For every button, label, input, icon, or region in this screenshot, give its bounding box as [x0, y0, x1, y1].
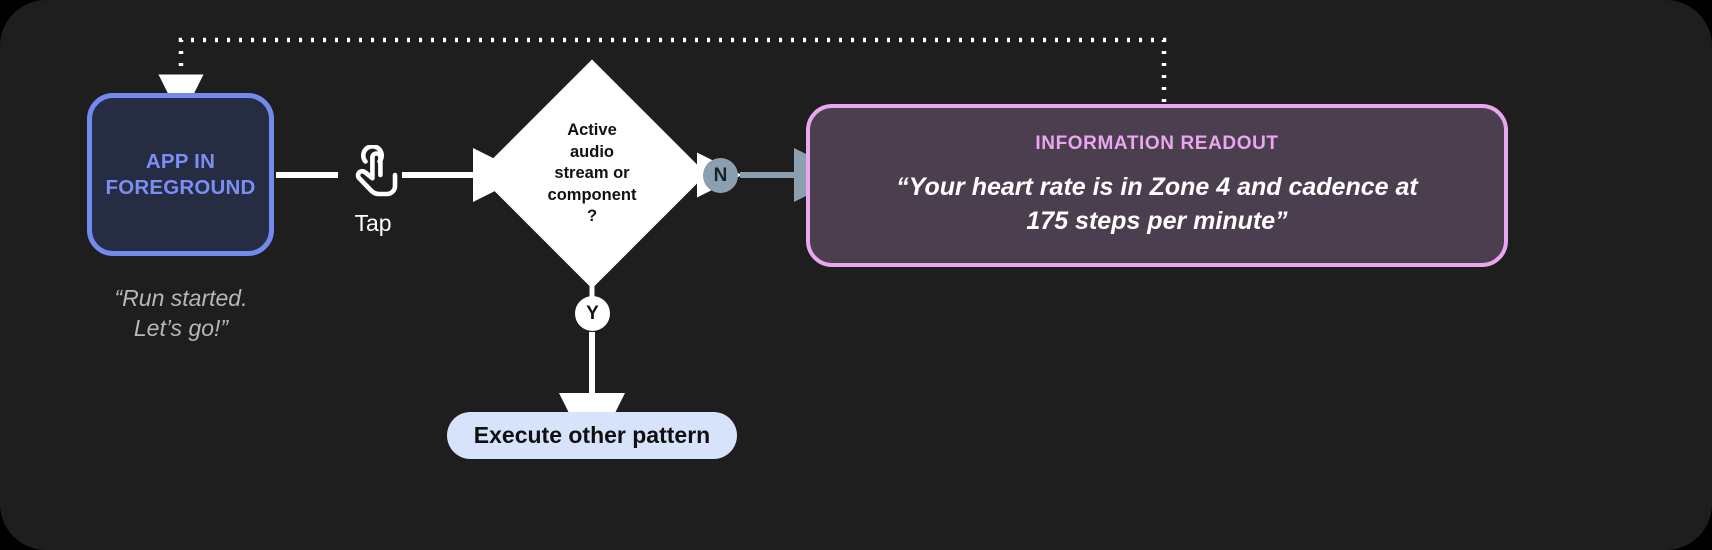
decision-line5: ? [586, 207, 598, 226]
gesture-tap-label: Tap [354, 210, 392, 236]
readout-body: “Your heart rate is in Zone 4 and cadenc… [847, 171, 1467, 238]
decision-label: Active audio stream or component ? [486, 68, 698, 280]
node-decision-active-audio[interactable]: Active audio stream or component ? [477, 59, 707, 289]
node-app-in-foreground[interactable]: APP IN FOREGROUND [87, 93, 274, 256]
node-information-readout[interactable]: INFORMATION READOUT “Your heart rate is … [806, 104, 1508, 267]
decision-line4: component [547, 185, 637, 204]
decision-line3: stream or [554, 164, 630, 183]
decision-line1: Active [567, 121, 617, 140]
tap-gesture-icon [355, 144, 398, 197]
node-execute-other-pattern[interactable]: Execute other pattern [447, 412, 737, 459]
app-label-line2: FOREGROUND [105, 175, 256, 199]
readout-body-line1: “Your heart rate is in Zone 4 and cadenc… [896, 173, 1418, 202]
readout-body-line2: 175 steps per minute” [1026, 206, 1288, 235]
readout-title: INFORMATION READOUT [1035, 133, 1279, 155]
app-caption: “Run started. Let’s go!” [57, 283, 305, 344]
node-app-label: APP IN FOREGROUND [105, 149, 255, 200]
decision-line2: audio [569, 142, 614, 161]
gesture-tap: Tap [336, 144, 410, 237]
app-caption-line2: Let’s go!” [133, 315, 229, 342]
branch-badge-yes: Y [575, 296, 610, 331]
branch-badge-no: N [703, 158, 738, 193]
app-label-line1: APP IN [145, 149, 216, 173]
app-caption-line1: “Run started. [114, 285, 248, 311]
